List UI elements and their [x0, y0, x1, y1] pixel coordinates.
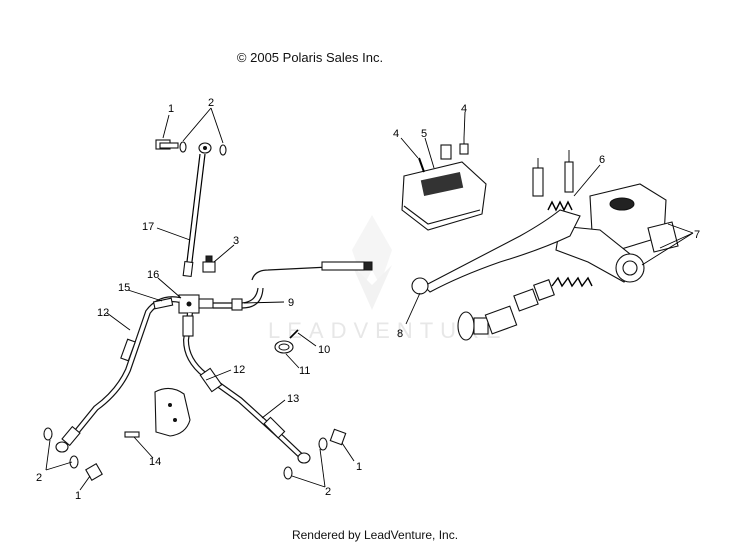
- brake-line-17: [182, 153, 206, 278]
- washer-top-2: [219, 144, 227, 156]
- brake-switch-3: [202, 255, 216, 273]
- screw-4-left: [418, 157, 425, 173]
- plunger-cap: [440, 144, 452, 160]
- piston-assembly: [457, 276, 593, 341]
- footer-credit: Rendered by LeadVenture, Inc.: [291, 528, 459, 542]
- copyright-notice: © 2005 Polaris Sales Inc.: [236, 50, 384, 65]
- washer-bl-1: [43, 427, 53, 441]
- callout-13: 13: [287, 393, 299, 405]
- screw-14: [124, 431, 140, 438]
- washer-top-1: [179, 141, 187, 153]
- callout-1-top: 1: [168, 103, 174, 115]
- banjo-fitting-br: [297, 452, 311, 464]
- callout-7: 7: [694, 229, 700, 241]
- spring-6: [547, 200, 573, 212]
- banjo-fitting-bl: [55, 441, 69, 453]
- callout-17: 17: [142, 221, 154, 233]
- callout-8: 8: [397, 328, 403, 340]
- callout-2-top: 2: [208, 97, 214, 109]
- callout-5: 5: [421, 128, 427, 140]
- washer-br-1: [318, 437, 328, 451]
- banjo-fitting-top: [198, 142, 212, 154]
- callout-11: 11: [299, 365, 310, 377]
- callout-15: 15: [118, 282, 130, 294]
- brake-hose-right: [182, 312, 303, 458]
- callout-1-bottom-right: 1: [356, 461, 362, 473]
- reservoir-cover-5: [401, 161, 487, 231]
- callout-4-left: 4: [393, 128, 399, 140]
- callout-6: 6: [599, 154, 605, 166]
- brake-hose-left: [61, 296, 181, 447]
- handlebar-clamp-7: [647, 221, 679, 253]
- callout-1-bottom-left: 1: [75, 490, 81, 502]
- leader-lines: [45, 107, 694, 491]
- callout-12-left: 12: [97, 307, 109, 319]
- callout-9: 9: [288, 297, 294, 309]
- distribution-block-16: [178, 294, 200, 314]
- pivot-pin: [532, 158, 544, 197]
- callout-14: 14: [149, 456, 161, 468]
- callout-12-right: 12: [233, 364, 245, 376]
- callout-2-bottom-left: 2: [36, 472, 42, 484]
- bracket-14: [154, 387, 191, 437]
- screw-10: [289, 329, 299, 339]
- screw-4-right: [459, 138, 469, 155]
- clamp-11: [274, 340, 294, 354]
- brake-line-9: [198, 287, 264, 311]
- banjo-bolt-br: [329, 428, 347, 446]
- brake-cable-upper: [251, 261, 373, 281]
- washer-bl-2: [69, 455, 79, 469]
- callout-3: 3: [233, 235, 239, 247]
- brake-lever-8: [411, 209, 581, 295]
- callout-16: 16: [147, 269, 159, 281]
- callout-4-right: 4: [461, 103, 467, 115]
- callout-10: 10: [318, 344, 330, 356]
- spring-pin: [564, 150, 574, 193]
- callout-labels: 1 2 17 3 16 15 12 9 10 11 12 13 14 2 1 1…: [36, 97, 700, 502]
- washer-br-2: [283, 466, 293, 480]
- callout-2-bottom-right: 2: [325, 486, 331, 498]
- banjo-bolt-top: [155, 139, 179, 150]
